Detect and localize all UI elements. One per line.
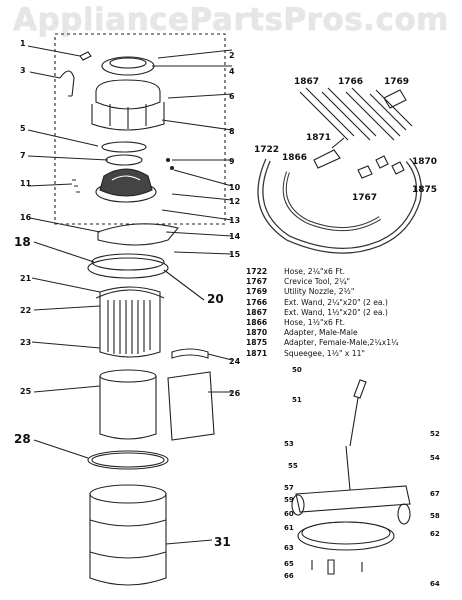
part-16-lid <box>97 223 179 246</box>
svg-text:1871: 1871 <box>306 133 331 143</box>
svg-text:52: 52 <box>430 430 440 438</box>
svg-text:5: 5 <box>20 124 26 133</box>
wheel-58 <box>397 503 411 525</box>
svg-text:1766: 1766 <box>338 77 363 87</box>
part-5-gasket <box>101 141 147 153</box>
part-31-drum <box>89 484 167 504</box>
dolly-handle-rod <box>349 397 359 447</box>
svg-text:1870: 1870 <box>412 157 437 167</box>
svg-text:28: 28 <box>14 432 31 446</box>
svg-text:1875: 1875 <box>412 185 437 195</box>
wand-1867 <box>299 87 355 141</box>
svg-text:18: 18 <box>14 235 31 249</box>
svg-text:20: 20 <box>207 292 224 306</box>
svg-text:6: 6 <box>229 92 235 101</box>
svg-text:1769: 1769 <box>384 77 409 87</box>
svg-text:1767: 1767 <box>352 193 377 203</box>
svg-text:8: 8 <box>229 127 235 136</box>
svg-text:54: 54 <box>430 454 440 462</box>
dolly-axle-frame <box>295 485 411 513</box>
part-24-strip <box>171 348 209 359</box>
svg-text:12: 12 <box>229 197 240 206</box>
svg-text:9: 9 <box>229 157 235 166</box>
svg-text:67: 67 <box>430 490 440 498</box>
svg-text:63: 63 <box>284 544 294 552</box>
svg-text:2: 2 <box>229 51 235 60</box>
svg-text:14: 14 <box>229 232 241 241</box>
wheel-57 <box>291 494 305 516</box>
svg-text:1867: 1867 <box>294 77 319 87</box>
svg-text:24: 24 <box>229 357 241 366</box>
part-7-ring <box>105 154 143 166</box>
svg-text:21: 21 <box>20 274 32 283</box>
dolly-handle-grip <box>353 379 367 399</box>
adapters-1870-1875 <box>375 155 405 175</box>
svg-text:26: 26 <box>229 389 241 398</box>
svg-text:4: 4 <box>229 67 235 76</box>
svg-text:66: 66 <box>284 572 294 580</box>
svg-text:59: 59 <box>284 496 294 504</box>
part-6-cap <box>95 79 161 110</box>
nozzle-1769 <box>383 89 407 109</box>
part-3-cord <box>59 70 75 97</box>
svg-text:16: 16 <box>20 213 32 222</box>
part-4-handle <box>101 56 155 76</box>
wand-1766-a <box>321 87 377 141</box>
svg-text:23: 23 <box>20 338 31 347</box>
svg-text:62: 62 <box>430 530 440 538</box>
svg-text:1722: 1722 <box>254 145 279 155</box>
crevice-1767 <box>357 165 373 179</box>
svg-text:11: 11 <box>20 179 32 188</box>
svg-text:60: 60 <box>284 510 294 518</box>
caster-63 <box>327 559 335 575</box>
svg-text:50: 50 <box>292 366 302 374</box>
svg-text:15: 15 <box>229 250 241 259</box>
svg-text:55: 55 <box>288 462 298 470</box>
wand-1766-b <box>345 87 401 141</box>
svg-text:3: 3 <box>20 66 26 75</box>
part-25-filter <box>99 369 157 383</box>
svg-text:65: 65 <box>284 560 294 568</box>
part-22-filter-cage <box>99 286 161 358</box>
svg-text:64: 64 <box>430 580 440 588</box>
watermark-logo: AppliancePartsPros.com <box>13 2 449 38</box>
svg-text:1866: 1866 <box>282 153 307 163</box>
svg-text:10: 10 <box>229 183 241 192</box>
svg-text:1: 1 <box>20 39 26 48</box>
svg-text:25: 25 <box>20 387 32 396</box>
svg-text:22: 22 <box>20 306 31 315</box>
svg-text:58: 58 <box>430 512 440 520</box>
part-18-gasket <box>91 253 165 271</box>
svg-text:57: 57 <box>284 484 294 492</box>
svg-text:51: 51 <box>292 396 302 404</box>
part-26-bag <box>167 371 215 441</box>
part-20-cover <box>87 257 169 279</box>
part-1-clip <box>79 51 92 61</box>
svg-text:61: 61 <box>284 524 294 532</box>
svg-text:13: 13 <box>229 216 240 225</box>
svg-text:7: 7 <box>20 151 26 160</box>
squeegee-1871 <box>313 149 341 169</box>
svg-text:53: 53 <box>284 440 294 448</box>
svg-text:31: 31 <box>214 535 231 549</box>
part-28-clamp-ring <box>87 450 169 470</box>
